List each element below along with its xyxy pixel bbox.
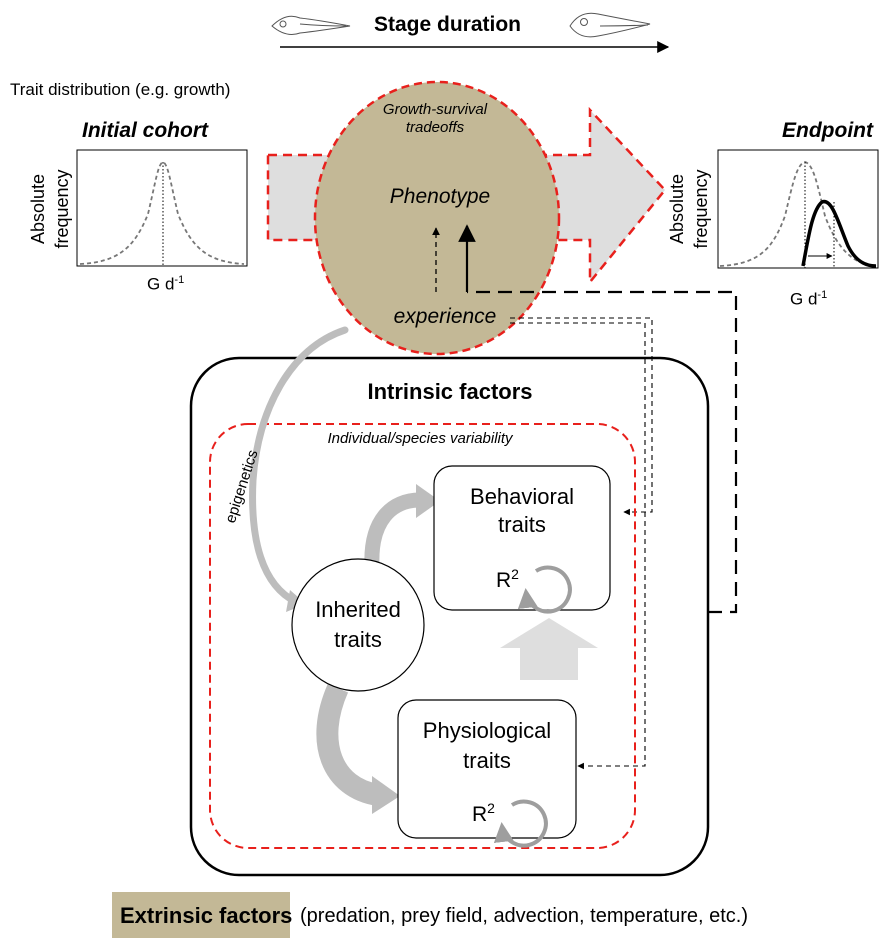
behavioral-r2-base: R — [496, 569, 512, 592]
physiological-r2-sup: 2 — [487, 800, 495, 816]
tradeoffs-label: Growth-survival tradeoffs — [355, 101, 515, 137]
endpoint-xlabel-sup: -1 — [817, 289, 828, 301]
inherited-line2: traits — [334, 627, 382, 652]
stage-duration-label: Stage duration — [374, 13, 522, 36]
initial-cohort-plot — [76, 149, 248, 267]
phenotype-label: Phenotype — [389, 185, 491, 208]
experience-to-physiological — [510, 322, 646, 770]
extrinsic-examples: (predation, prey field, advection, tempe… — [300, 905, 749, 927]
initial-cohort-title: Initial cohort — [82, 119, 208, 142]
initial-ylabel-line1: Absolute — [28, 173, 48, 245]
endpoint-xlabel: G d-1 — [790, 289, 827, 310]
experience-label: experience — [393, 305, 497, 328]
initial-ylabel-line2: frequency — [52, 169, 72, 249]
behavioral-line1: Behavioral — [470, 484, 574, 509]
endpoint-ylabel-line2: frequency — [691, 169, 711, 249]
larva-sketch-right — [569, 12, 651, 38]
phenotype-circle — [313, 80, 561, 356]
intrinsic-box — [189, 356, 710, 877]
physiological-line2: traits — [463, 748, 511, 773]
tradeoffs-line2: tradeoffs — [405, 119, 465, 136]
physiological-r2-base: R — [472, 803, 488, 826]
initial-ylabel: Absolute frequency — [26, 157, 74, 261]
r2-cycle-physiological — [493, 799, 548, 848]
behavioral-r2: R2 — [496, 566, 519, 593]
endpoint-ylabel: Absolute frequency — [665, 157, 713, 261]
endpoint-xlabel-base: G d — [790, 289, 818, 309]
initial-xlabel-base: G d — [147, 274, 175, 294]
extrinsic-box — [112, 892, 290, 938]
extrinsic-title: Extrinsic factors — [120, 903, 293, 928]
endpoint-title: Endpoint — [782, 119, 873, 142]
endpoint-curve — [801, 200, 877, 268]
intrinsic-title: Intrinsic factors — [367, 379, 533, 404]
physiological-label: Physiological traits — [398, 716, 576, 776]
inherited-line1: Inherited — [315, 597, 401, 622]
variability-label: Individual/species variability — [327, 430, 513, 447]
feedback-path-intrinsic — [467, 290, 738, 614]
endpoint-ylabel-line1: Absolute — [667, 173, 687, 245]
trait-distribution-label: Trait distribution (e.g. growth) — [10, 80, 231, 99]
larva-sketch-left — [271, 15, 351, 35]
inherited-to-physiological-arrow — [316, 683, 381, 806]
initial-xlabel-sup: -1 — [174, 274, 185, 286]
physiological-r2: R2 — [472, 800, 495, 827]
behavioral-label: Behavioral traits — [434, 483, 610, 539]
behavioral-r2-sup: 2 — [511, 566, 519, 582]
tradeoffs-line1: Growth-survival — [382, 101, 488, 118]
inherited-to-behavioral-arrow — [364, 492, 421, 567]
experience-to-behavioral — [510, 317, 653, 516]
inherited-label: Inherited traits — [292, 595, 424, 655]
behavioral-line2: traits — [498, 512, 546, 537]
physiological-to-behavioral-arrow — [500, 618, 598, 680]
initial-xlabel: G d-1 — [147, 274, 184, 295]
r2-cycle-behavioral — [517, 565, 572, 614]
variability-box — [209, 423, 636, 849]
epigenetics-arrow — [249, 326, 349, 606]
endpoint-plot — [717, 149, 879, 269]
inherited-traits-circle — [291, 558, 425, 692]
physiological-line1: Physiological — [422, 718, 552, 743]
